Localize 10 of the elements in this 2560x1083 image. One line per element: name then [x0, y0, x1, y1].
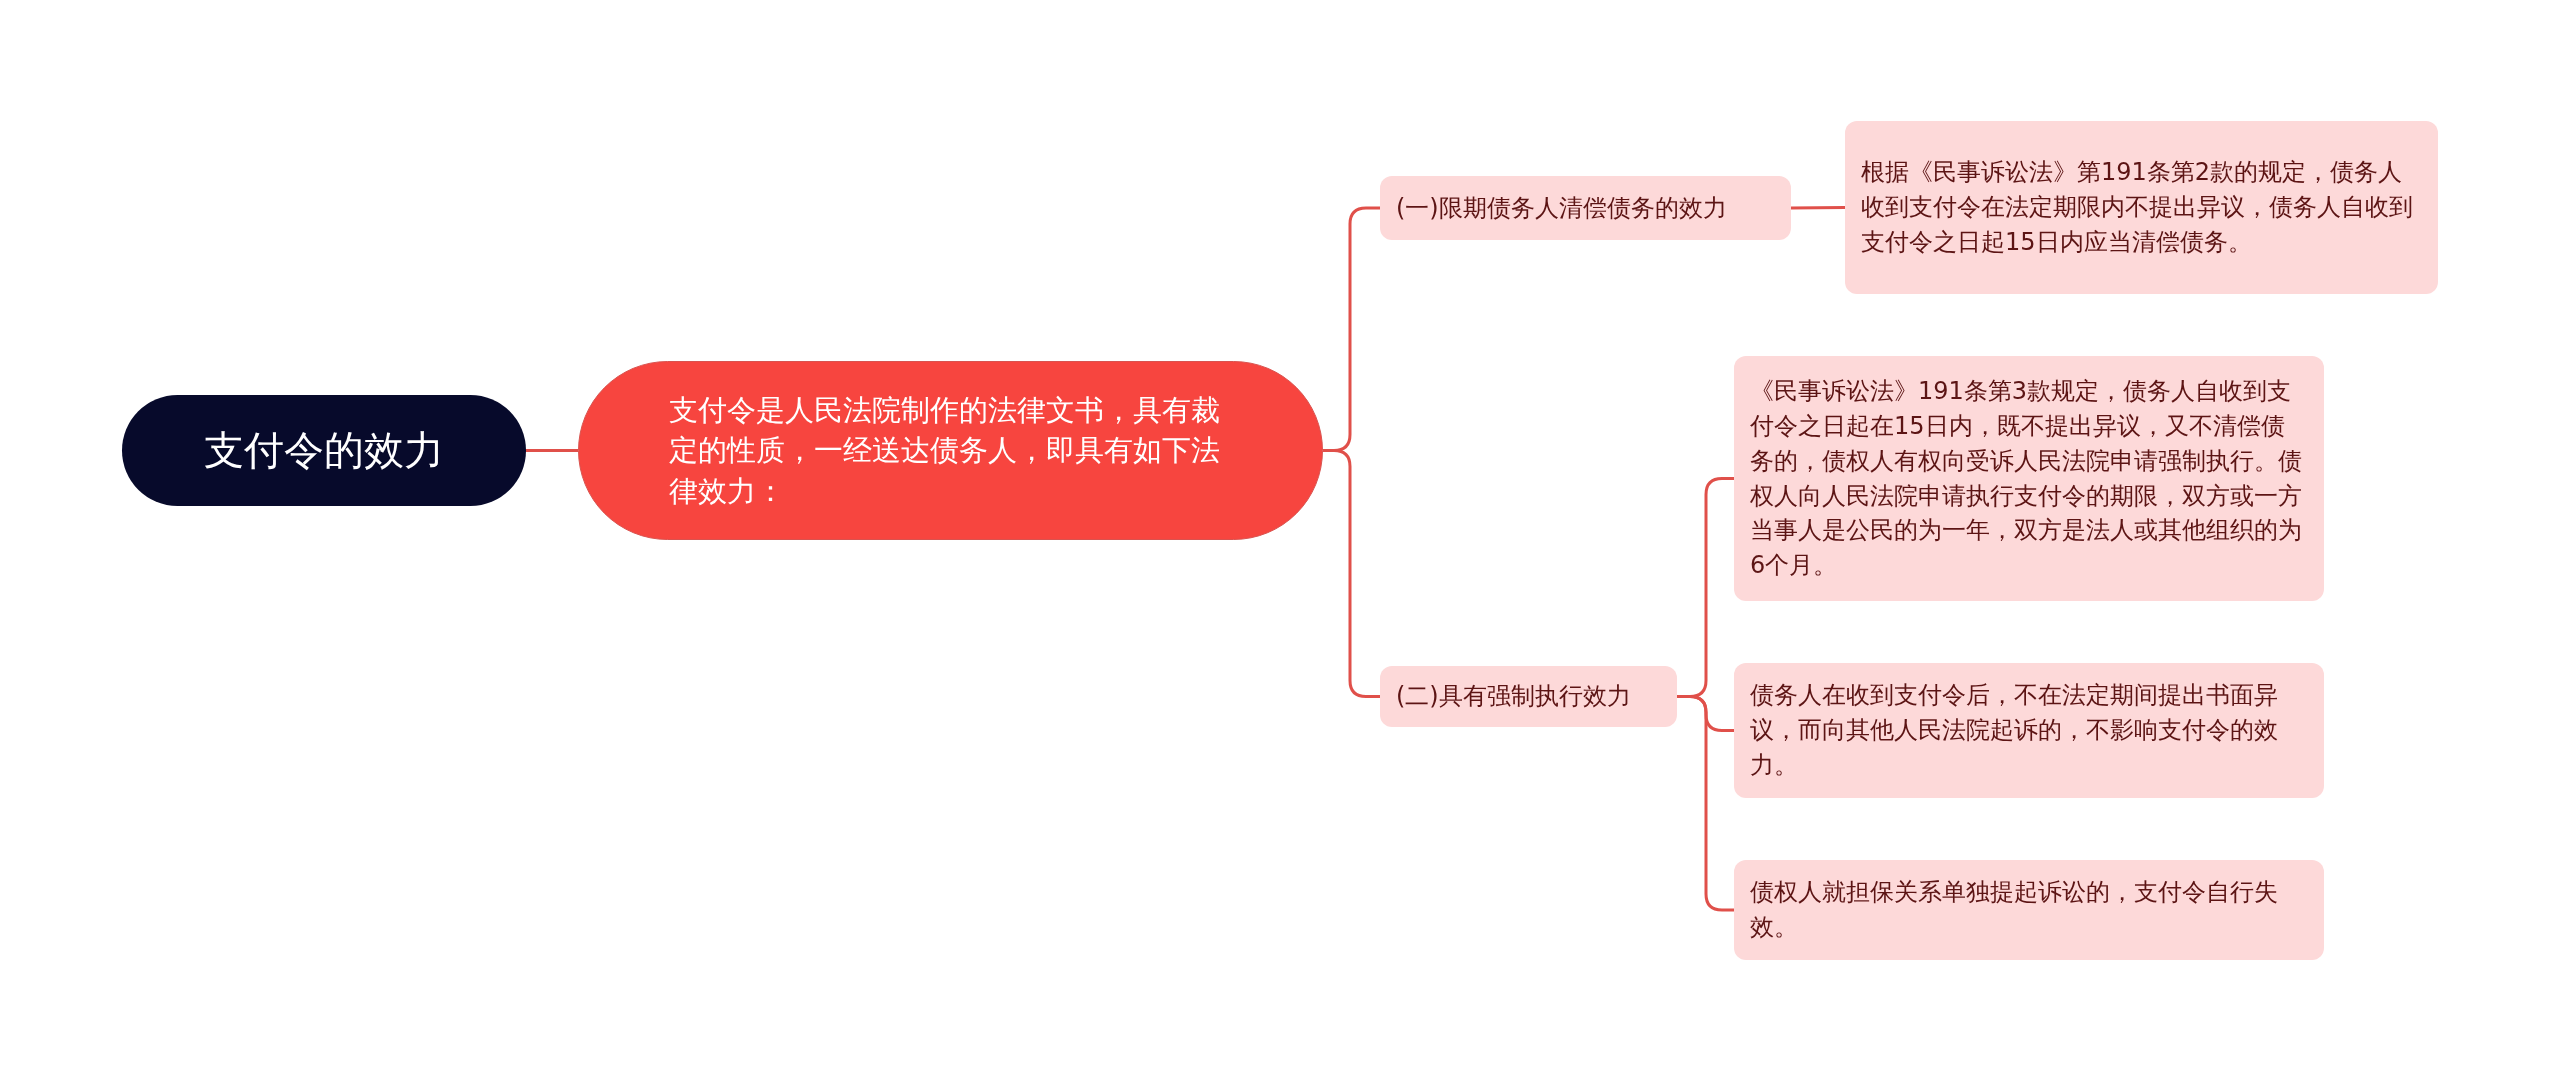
detail-box: 根据《民事诉讼法》第191条第2款的规定，债务人收到支付令在法定期限内不提出异议，债务人自收到支付令之日起15日内应当清偿债务。 — [1845, 121, 2438, 294]
connector-line — [526, 449, 578, 452]
connector-line — [1791, 206, 1845, 210]
detail-box: 债务人在收到支付令后，不在法定期间提出书面异议，而向其他人民法院起诉的，不影响支付令的效力。 — [1734, 663, 2324, 798]
main-topic-box: 支付令是人民法院制作的法律文书，具有裁定的性质，一经送达债务人，即具有如下法律效力： — [578, 361, 1323, 540]
subtopic-box: (一)限期债务人清偿债务的效力 — [1380, 176, 1791, 240]
detail-box: 《民事诉讼法》191条第3款规定，债务人自收到支付令之日起在15日内，既不提出异议，又不清偿债务的，债权人有权向受诉人民法院申请强制执行。债权人向人民法院申请执行支付令的期限，双方或一方当事人是公民的为一年，双方是法人或其他组织的为6个月。 — [1734, 356, 2324, 601]
subtopic-box: (二)具有强制执行效力 — [1380, 666, 1677, 727]
detail-box: 债权人就担保关系单独提起诉讼的，支付令自行失效。 — [1734, 860, 2324, 960]
root-topic-box: 支付令的效力 — [122, 395, 526, 506]
